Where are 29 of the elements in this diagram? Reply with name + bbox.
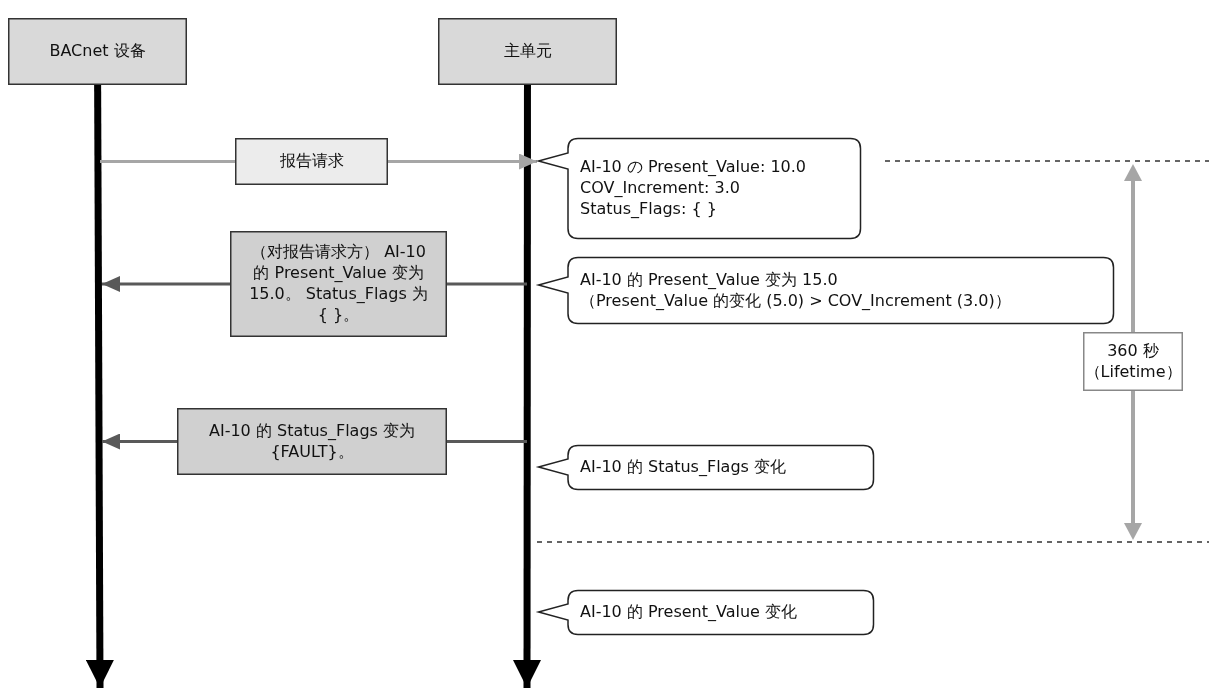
box-label: 主单元 — [503, 41, 552, 62]
box-label: 360 秒 — [1107, 340, 1159, 362]
box-label: BACnet 设备 — [49, 41, 146, 62]
message-box — [230, 231, 447, 337]
message-arrow — [102, 433, 177, 450]
box-label: 报告请求 — [279, 151, 344, 172]
callout-text: Status_Flags: { } — [580, 198, 717, 220]
duration-box — [1083, 332, 1183, 391]
message-arrow — [102, 276, 230, 292]
box-label: （Lifetime） — [1084, 361, 1182, 383]
callout-text: AI-10 的 Status_Flags 变化 — [580, 457, 786, 478]
callout-text: COV_Increment: 3.0 — [580, 178, 740, 199]
participant-box — [438, 18, 617, 85]
callout-bubble — [537, 444, 875, 491]
callout-bubble — [537, 589, 875, 636]
callout-text: （Present_Value 的变化 (5.0) > COV_Increment (3.0)） — [580, 290, 1011, 312]
box-label: （对报告请求方） AI-10 的 Present_Value 变为 15.0。 Status_Flags 为 { }。 — [248, 242, 429, 326]
callout-text: AI-10 的 Present_Value 变为 15.0 — [580, 269, 838, 291]
message-box — [177, 408, 447, 475]
lifeline-arrow — [513, 85, 541, 688]
message-box — [235, 138, 388, 185]
callout-text: AI-10 的 Present_Value 变化 — [580, 602, 798, 623]
callout-text: AI-10 の Present_Value: 10.0 — [580, 157, 807, 179]
participant-box — [8, 18, 187, 85]
box-label: AI-10 的 Status_Flags 变为 {FAULT}。 — [208, 420, 416, 463]
callout-bubble — [537, 256, 1115, 325]
message-arrow — [388, 153, 537, 170]
lifeline-arrow — [85, 85, 114, 688]
callout-bubble — [537, 137, 862, 240]
